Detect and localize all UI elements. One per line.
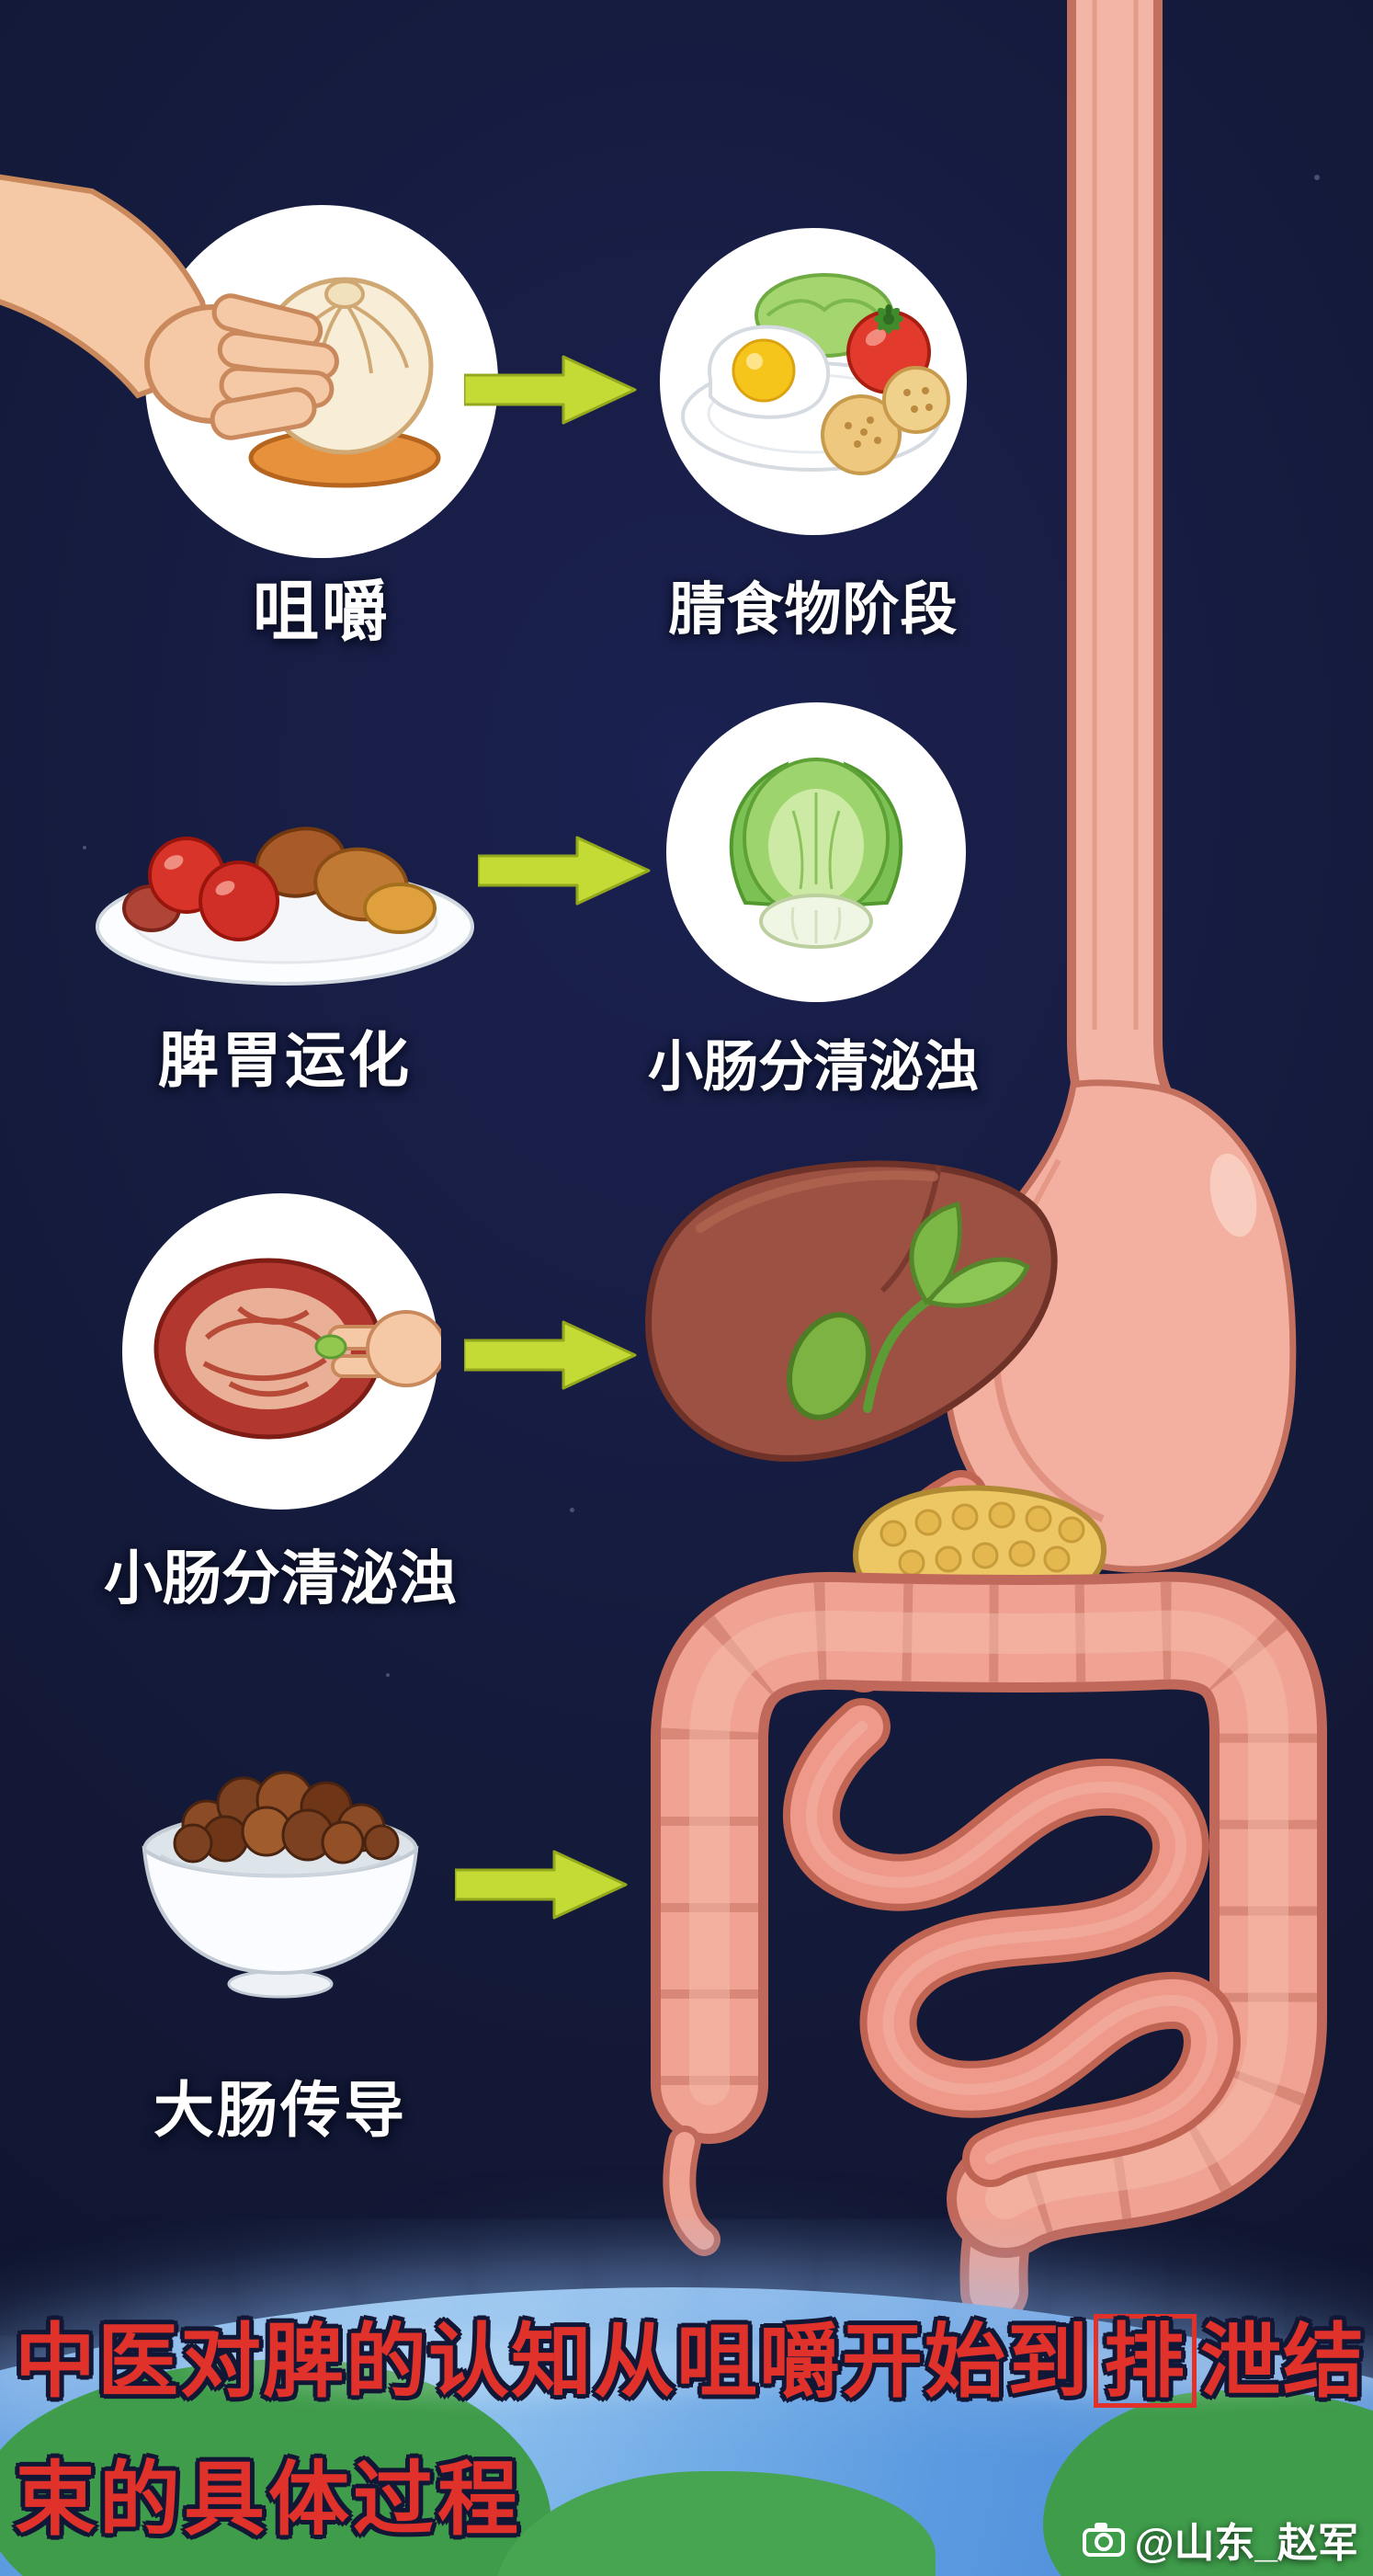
- star-dot: [386, 1673, 390, 1677]
- cooked-dish-plate-icon: [96, 826, 474, 986]
- earth-globe: [0, 2287, 1373, 2576]
- caption-line-2: 束的具体过程: [15, 2451, 523, 2547]
- cloud-streak: [184, 2333, 827, 2398]
- watermark: @山东_赵军: [1082, 2510, 1358, 2569]
- flow-arrow-icon: [478, 836, 651, 906]
- caption-line-1: 中医对脾的认知从咀嚼开始到排泄结: [15, 2297, 1366, 2413]
- caption-boxed-char: 排: [1094, 2314, 1197, 2409]
- watermark-text: @山东_赵军: [1134, 2521, 1358, 2566]
- bowl-of-beans-icon: [142, 1771, 419, 1999]
- caption-line1-before: 中医对脾的认知从咀嚼开始到: [15, 2313, 1091, 2409]
- appendix-icon: [663, 2126, 721, 2256]
- continent-shape: [494, 2471, 936, 2576]
- step-label-small-intestine-1: 小肠分清泌浊: [648, 1036, 979, 1098]
- step-label-large-intestine: 大肠传导: [153, 2076, 407, 2144]
- step-label-food-stage: 腈食物阶段: [668, 578, 959, 642]
- star-dot: [83, 846, 86, 849]
- napa-cabbage-icon: [666, 702, 966, 1002]
- intestine-cross-section-icon: [122, 1193, 441, 1510]
- large-intestine-icon: [651, 1571, 1327, 2258]
- star-dot: [570, 1508, 574, 1512]
- hand-holding-baozi-icon: [0, 174, 498, 558]
- flow-arrow-icon: [464, 1320, 637, 1390]
- small-intestine-icon: [783, 1698, 1241, 2187]
- breakfast-plate-icon: [660, 228, 967, 535]
- cloud-streak: [928, 2342, 1373, 2398]
- step-label-spleen-stomach: 脾胃运化: [158, 1026, 412, 1094]
- flow-arrow-icon: [464, 355, 637, 425]
- esophagus-icon: [1067, 0, 1193, 1187]
- flow-arrow-icon: [455, 1850, 628, 1920]
- camera-icon: [1082, 2523, 1125, 2557]
- step-label-chewing: 咀嚼: [252, 576, 391, 649]
- star-dot: [1314, 175, 1320, 180]
- step-label-small-intestine-2: 小肠分清泌浊: [104, 1545, 457, 1612]
- gallbladder-sprout-icon: [787, 1201, 1031, 1420]
- caption-line1-after: 泄结: [1200, 2313, 1367, 2409]
